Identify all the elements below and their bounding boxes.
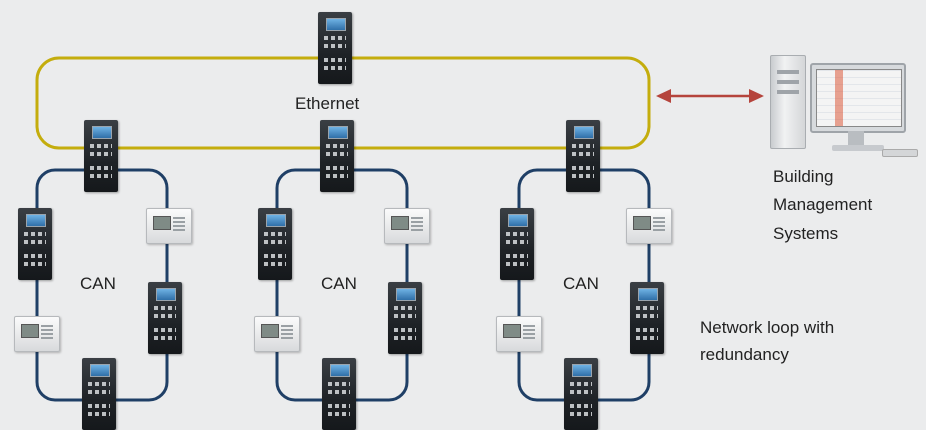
keypad-loop3-lower-left [496,316,542,352]
panel-controller-loop3-bottom [564,358,598,430]
pc-tower [770,55,806,149]
panel-controller-loop1-left [18,208,52,280]
loop-label-line1: Network loop with [700,318,835,337]
pc-monitor [810,63,906,133]
can-label-2: CAN [321,274,357,293]
loop-label-line2: redundancy [700,345,789,364]
bms-label-line3: Systems [773,224,839,243]
keypad-loop2-lower-left [254,316,300,352]
panel-controller-loop3-right [630,282,664,354]
pc-keyboard [882,149,918,157]
can-label-3: CAN [563,274,599,293]
panel-controller-loop2-bottom [322,358,356,430]
keypad-loop1-lower-left [14,316,60,352]
keypad-loop1-upper-right [146,208,192,244]
panel-controller-loop2-right [388,282,422,354]
keypad-loop2-upper-right [384,208,430,244]
bidirectional-arrow [656,89,764,103]
panel-controller-loop1-right [148,282,182,354]
panel-controller-loop2-top [320,120,354,192]
ethernet-label: Ethernet [295,94,360,113]
can-label-1: CAN [80,274,116,293]
panel-controller-loop3-top [566,120,600,192]
bms-label-line2: Management [773,195,873,214]
panel-controller-loop3-left [500,208,534,280]
bms-label-line1: Building [773,167,834,186]
panel-controller-loop1-bottom [82,358,116,430]
panel-controller-loop2-left [258,208,292,280]
panel-controller-loop1-top [84,120,118,192]
panel-controller-ethernet-top [318,12,352,84]
keypad-loop3-upper-right [626,208,672,244]
building-management-pc-icon [770,55,920,165]
